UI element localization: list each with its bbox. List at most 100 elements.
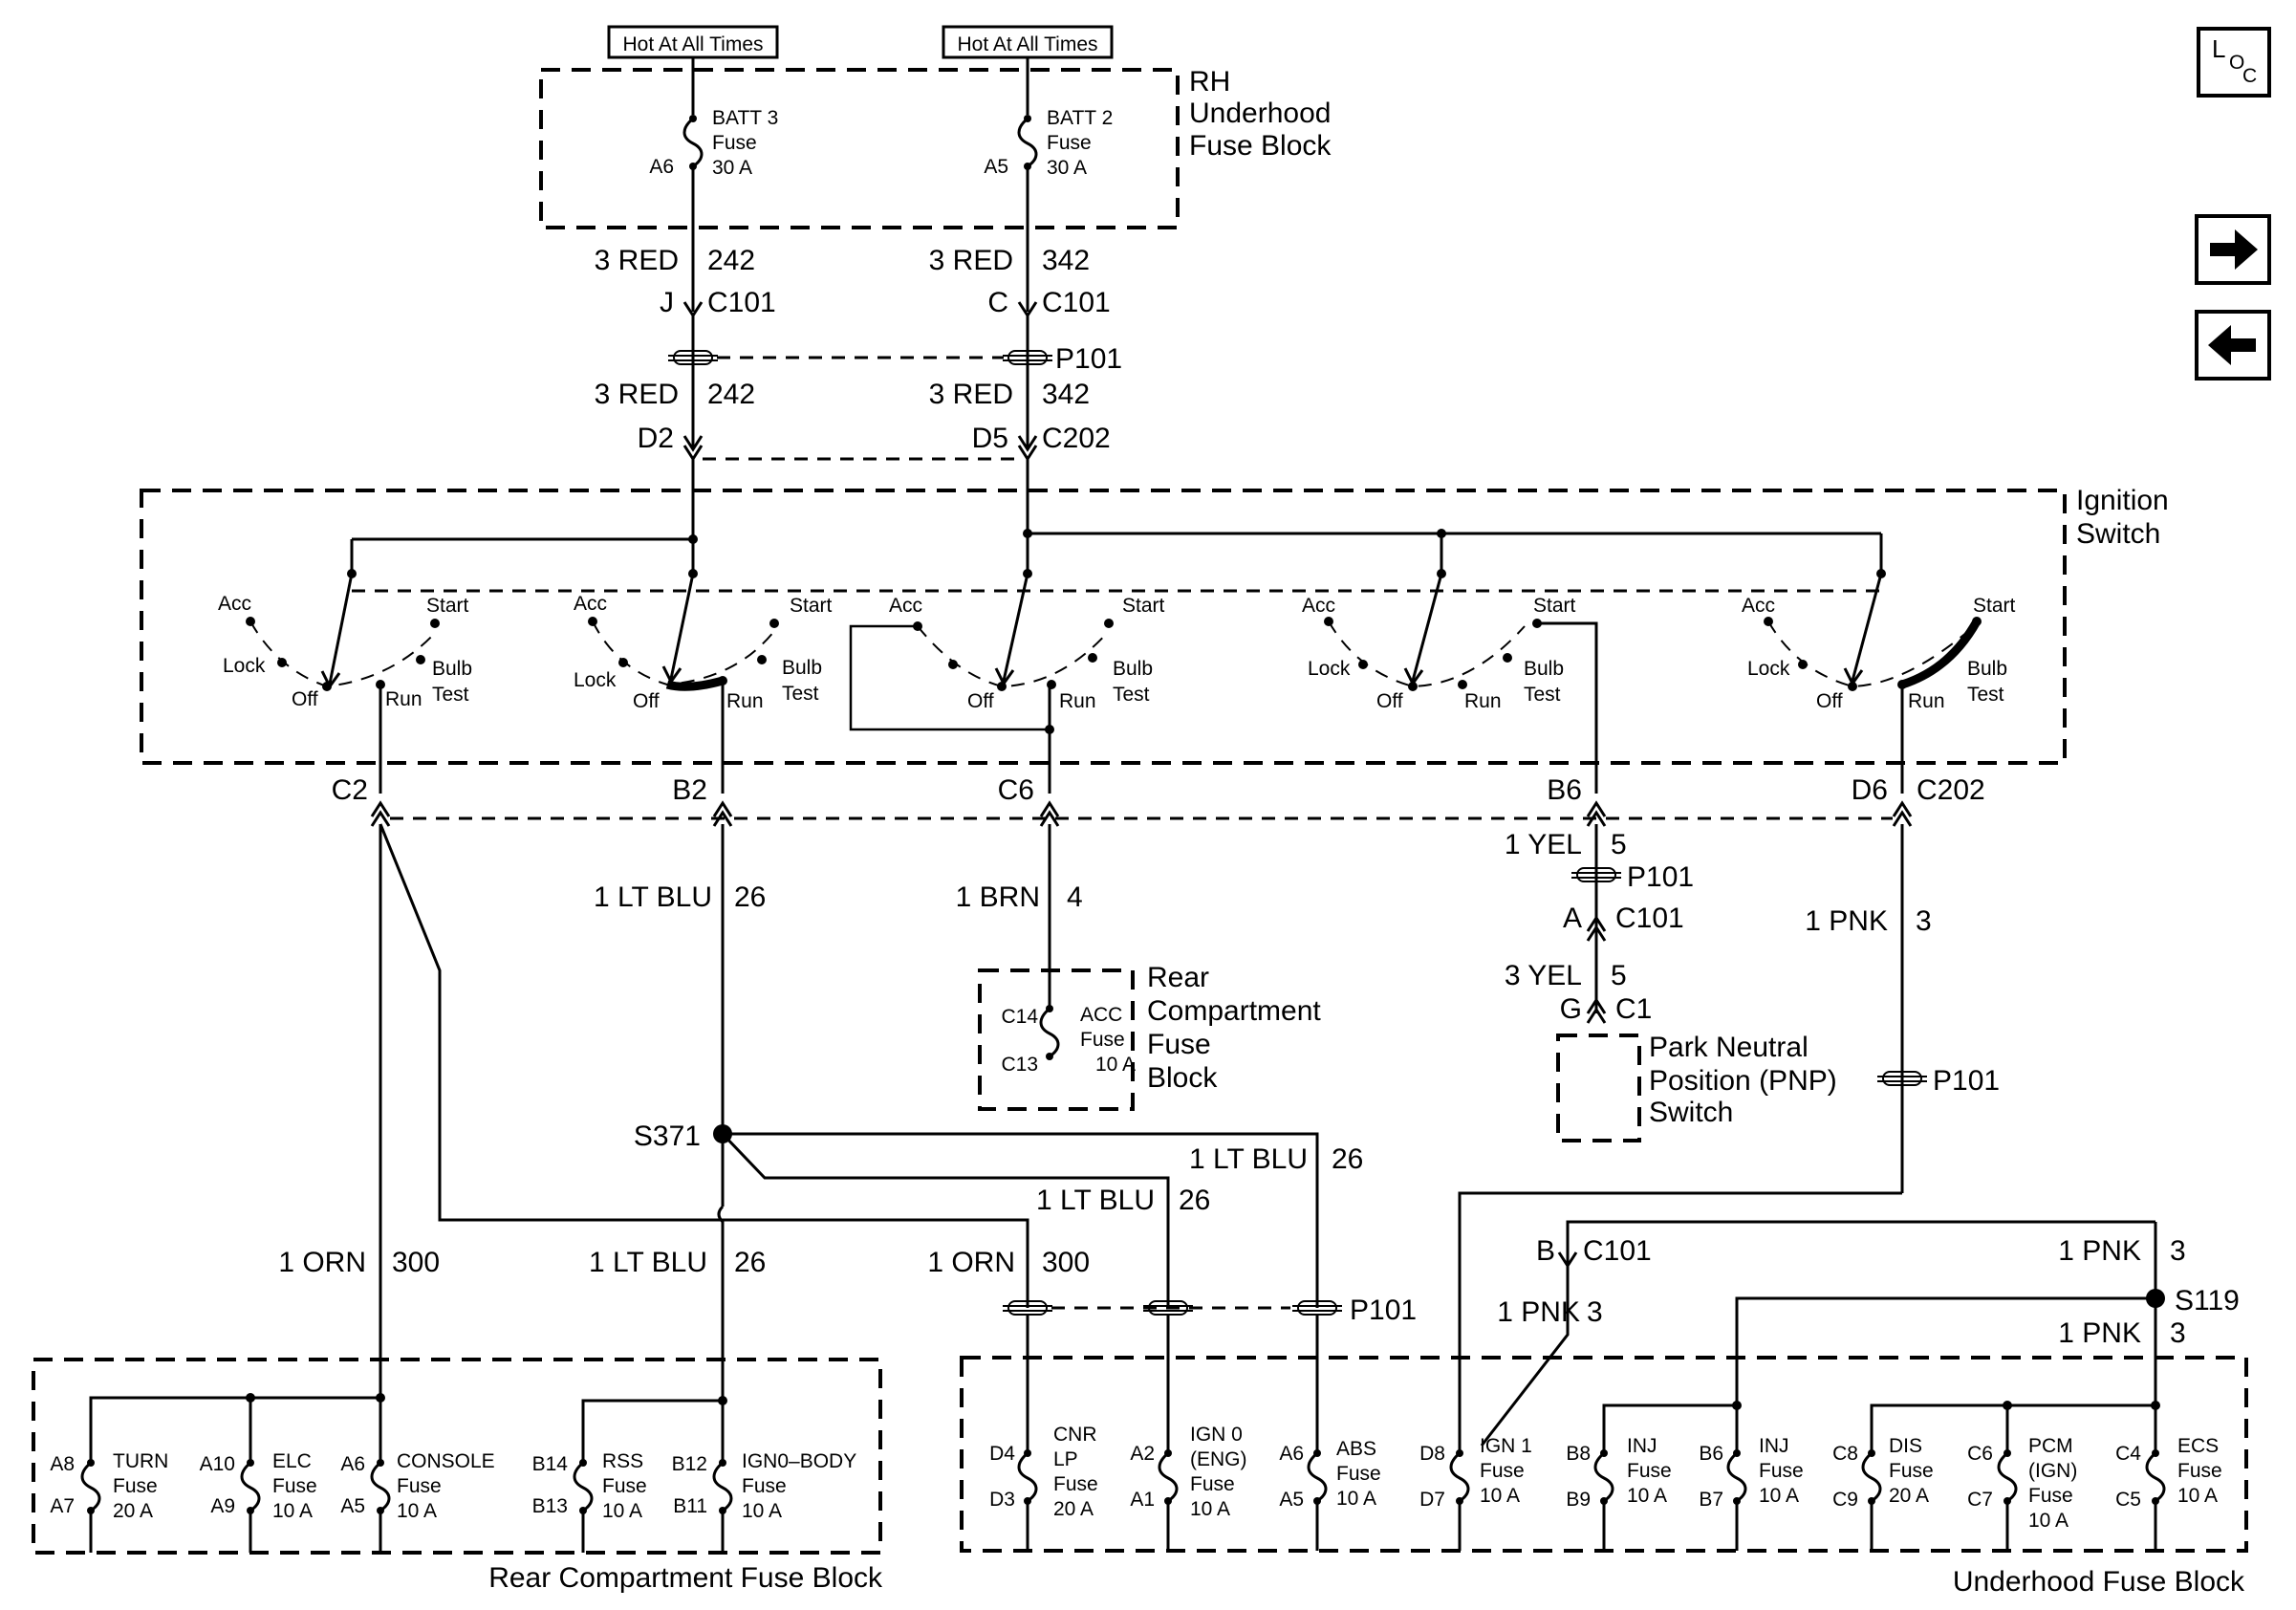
diagram-label: C9 [1832,1489,1858,1511]
diagram-label: Off [967,690,994,712]
diagram-label: C202 [1042,423,1111,454]
diagram-label: Lock [1308,658,1351,680]
diagram-label: 3 [1587,1296,1603,1328]
acc-fuse-icon [1039,1003,1060,1062]
diagram-label: 26 [734,881,766,913]
diagram-label: C [987,287,1008,318]
diagram-label: 30 A [1047,157,1087,179]
diagram-label: ABS [1336,1438,1376,1460]
diagram-label: C6 [998,774,1034,806]
diagram-label: C7 [1967,1489,1993,1511]
next-page-button[interactable] [2195,214,2271,285]
fuse-icon [1017,1447,1038,1507]
diagram-label: 1 LT BLU [589,1247,707,1278]
diagram-label: Fuse [2028,1485,2073,1507]
diagram-label: Compartment [1147,995,1321,1027]
diagram-label: 10 A [397,1500,437,1522]
diagram-label: C8 [1832,1443,1858,1465]
diagram-label: Ignition [2076,485,2169,516]
diagram-label: 1 LT BLU [594,881,712,913]
batt2-fuse-icon [1017,113,1038,172]
underhood-fuse-ecs: C4 C5 ECS Fuse 10 A [2115,1435,2222,1551]
diagram-label: D3 [989,1489,1015,1511]
diagram-label: B14 [532,1453,569,1475]
diagram-label: 10 A [1480,1485,1520,1507]
diagram-label: Fuse [742,1475,787,1497]
diagram-label: 4 [1067,881,1083,913]
underhood-fuse-inj-2: B6 B7 INJ Fuse 10 A [1699,1435,1804,1551]
diagram-label: 1 PNK [2058,1235,2141,1267]
diagram-label: B7 [1699,1489,1723,1511]
pnp-switch-outline [1556,1033,1641,1142]
diagram-label: Position (PNP) [1649,1065,1837,1097]
diagram-label: 3 RED [595,245,679,276]
rh-block-label-3: Fuse Block [1189,130,1332,162]
diagram-label: Run [1464,690,1502,712]
diagram-label: Off [292,688,318,710]
diagram-label: A2 [1130,1443,1155,1465]
previous-page-button[interactable] [2195,310,2271,381]
batt3-fuse-icon [682,113,704,172]
diagram-label: Start [1122,595,1165,617]
diagram-label: Block [1147,1062,1218,1094]
diagram-label: 342 [1042,245,1090,276]
diagram-label: 10 A [1095,1054,1136,1076]
diagram-label: Run [385,688,422,710]
diagram-label: Acc [1302,595,1335,617]
diagram-label: C6 [1967,1443,1993,1465]
rear-fuse-elc: A10 A9 ELC Fuse 10 A [200,1450,317,1553]
diagram-label: L [2212,34,2225,63]
location-icon[interactable]: L O C [2197,27,2271,98]
diagram-label: C202 [1917,774,1985,806]
rh-block-label-2: Underhood [1189,98,1331,129]
diagram-label: A5 [984,156,1008,178]
diagram-label: Fuse [113,1475,158,1497]
diagram-label: 30 A [712,157,752,179]
diagram-label: C101 [1615,903,1684,934]
ignition-section-3: Acc Start Off Run Bulb Test [849,569,1165,794]
diagram-label: Acc [889,595,922,617]
diagram-label: Run [726,690,764,712]
c202-connector-c6-icon [1039,801,1060,828]
underhood-fuse-pcm-ign: C6 C7 PCM (IGN) Fuse 10 A [1967,1435,2077,1551]
fuse-icon [1997,1447,2018,1507]
diagram-label: S119 [2175,1285,2240,1316]
underhood-fuse-ign1: D8 D7 IGN 1 Fuse 10 A [1419,1435,1532,1551]
diagram-label: B12 [672,1453,707,1475]
diagram-label: 1 YEL [1505,829,1582,860]
diagram-label: TURN [113,1450,168,1472]
ignition-section-5: Acc Start Lock Off Run Bulb Test [1742,569,2016,712]
diagram-label: B2 [672,774,707,806]
diagram-label: IGN 1 [1480,1435,1532,1457]
diagram-label: A5 [340,1495,365,1517]
diagram-label: 20 A [1889,1485,1929,1507]
diagram-label: CONSOLE [397,1450,495,1472]
diagram-label: O [2229,52,2244,74]
diagram-label: Fuse [1053,1473,1098,1495]
diagram-label: ELC [272,1450,312,1472]
fuse-icon [1307,1447,1328,1507]
diagram-label: C101 [1583,1235,1652,1267]
diagram-label: (IGN) [2028,1460,2077,1482]
diagram-label: Start [426,595,469,617]
diagram-label: B13 [532,1495,568,1517]
diagram-label: A7 [50,1495,75,1517]
diagram-label: Off [1816,690,1843,712]
hot-label-1: Hot At All Times [607,25,779,59]
diagram-label: Run [1908,690,1945,712]
diagram-label: Test [1967,684,2004,706]
diagram-label: INJ [1627,1435,1657,1457]
diagram-label: 20 A [113,1500,153,1522]
diagram-label: 10 A [1627,1485,1667,1507]
diagram-label: Fuse [1147,1029,1211,1060]
diagram-label: P101 [1933,1065,2000,1097]
diagram-label: A6 [340,1453,365,1475]
diagram-label: Underhood Fuse Block [1953,1566,2245,1598]
diagram-label: 1 PNK [2058,1317,2141,1349]
fuse-icon [1861,1447,1882,1507]
diagram-label: Fuse [1480,1460,1525,1482]
diagram-label: 10 A [2028,1510,2069,1532]
diagram-label: Fuse [272,1475,317,1497]
fuse-icon [240,1457,261,1516]
diagram-label: C101 [707,287,776,318]
